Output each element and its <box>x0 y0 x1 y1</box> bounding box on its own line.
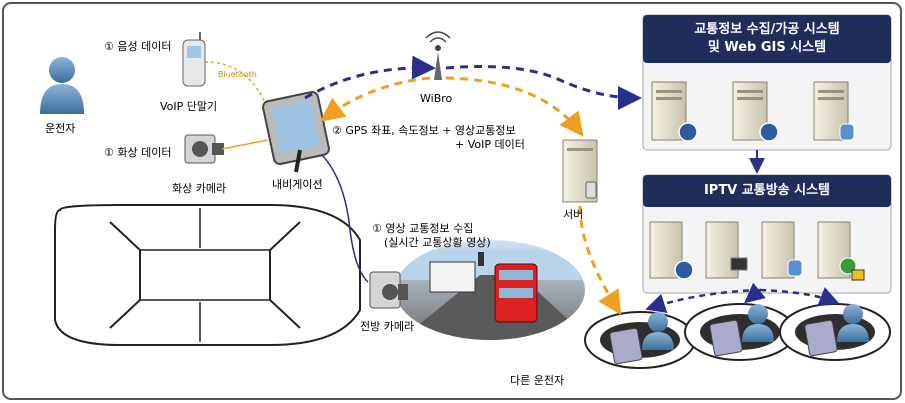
driver-label: 운전자 <box>45 122 76 135</box>
video-camera-label: 화상 카메라 <box>172 182 227 195</box>
traffic-system-title-line2: 및 Web GIS 시스템 <box>707 40 827 55</box>
navigation-label: 내비게이션 <box>272 178 323 191</box>
phone-icon <box>182 32 206 87</box>
server-label: 서버 <box>563 208 584 221</box>
navigation-device-icon <box>262 90 330 173</box>
video-collect-label-line2: (실시간 교통상황 영상) <box>384 236 491 249</box>
other-driver-icon <box>684 303 796 361</box>
other-driver-icon <box>779 303 891 361</box>
front-camera-link <box>321 154 369 283</box>
driver-person-icon <box>40 57 84 114</box>
server-icon <box>813 81 855 141</box>
front-camera-label: 전방 카메라 <box>360 320 415 333</box>
server-to-driver-flow <box>578 205 622 316</box>
car-top-view <box>54 204 361 346</box>
central-server-icon <box>562 139 598 203</box>
video-camera-icon <box>184 134 224 164</box>
bluetooth-label: Bluetooth <box>218 70 257 79</box>
bluetooth-link <box>204 61 269 111</box>
server-icon <box>732 81 779 142</box>
iptv-to-driver2-flow <box>744 282 766 304</box>
gps-info-label-line1: ② GPS 좌표, 속도정보 + 영상교통정보 <box>332 124 516 137</box>
server-icon <box>649 221 694 280</box>
voip-terminal-label: VoIP 단말기 <box>160 100 218 113</box>
voice-data-label: ① 음성 데이터 <box>104 40 172 53</box>
other-driver-icon <box>584 311 696 369</box>
iptv-to-driver3-flow <box>759 287 840 306</box>
traffic-system-title-line1: 교통정보 수집/가공 시스템 <box>694 22 840 37</box>
server-icon <box>705 221 748 279</box>
traffic-system-header <box>643 15 891 63</box>
video-data-link <box>221 139 269 150</box>
wibro-to-server-flow <box>445 76 584 137</box>
traffic-scene-image <box>395 240 585 340</box>
server-icon <box>761 221 803 279</box>
server-icon <box>651 81 698 142</box>
video-collect-label-line1: ① 영상 교통정보 수집 <box>372 222 474 235</box>
wibro-to-system-flow <box>445 65 642 110</box>
nav-to-wibro-flow <box>304 55 436 100</box>
iptv-system-title: IPTV 교통방송 시스템 <box>703 183 831 198</box>
video-data-label: ① 화상 데이터 <box>104 146 172 159</box>
other-drivers-label: 다른 운전자 <box>510 374 565 387</box>
iptv-system-header <box>643 175 891 207</box>
server-icon <box>817 221 865 281</box>
front-camera-icon <box>369 271 408 309</box>
wibro-to-nav-flow <box>320 76 431 122</box>
wibro-antenna-icon <box>425 31 451 80</box>
gps-info-label-line2: + VoIP 데이터 <box>455 138 525 151</box>
wibro-label: WiBro <box>420 92 453 105</box>
traffic-system-title: 교통정보 수집/가공 시스템 및 Web GIS 시스템 <box>643 21 891 57</box>
